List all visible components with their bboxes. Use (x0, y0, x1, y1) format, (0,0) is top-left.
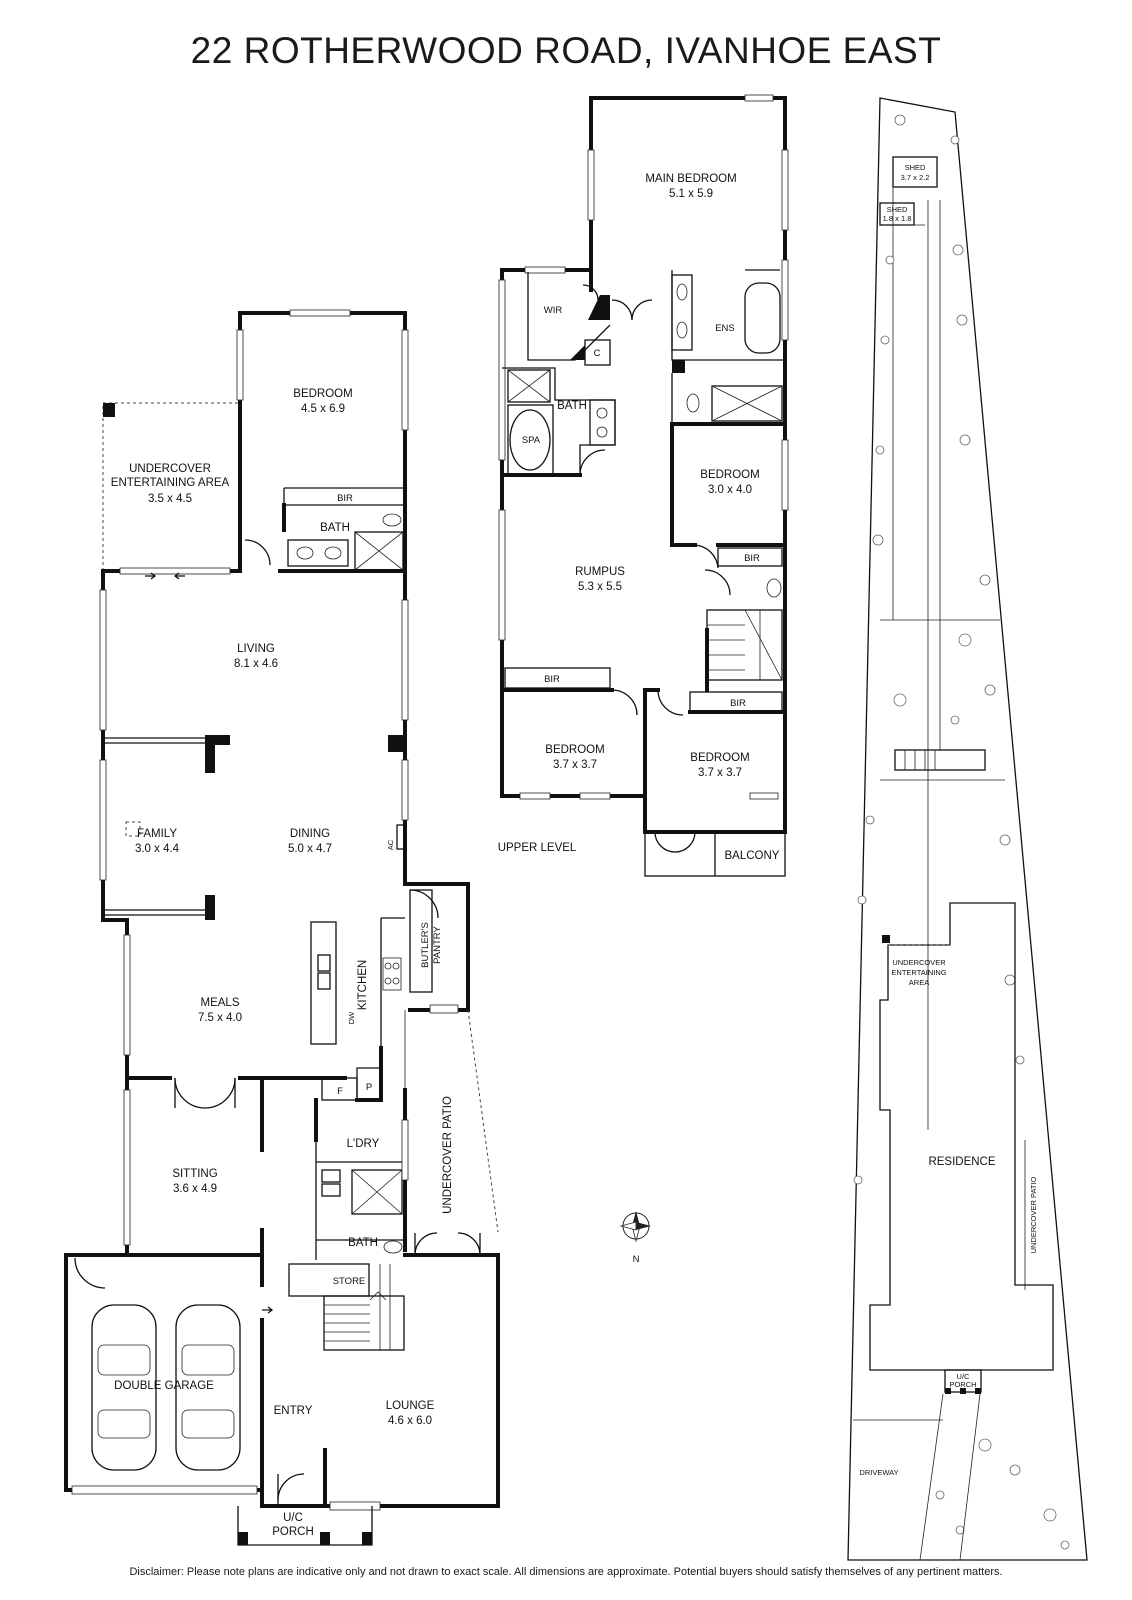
north-label: N (633, 1254, 640, 1265)
balcony-label: BALCONY (725, 850, 780, 862)
family-label: FAMILY (137, 828, 177, 840)
shed2-label: SHED (887, 205, 908, 214)
lounge-label: LOUNGE (386, 1400, 435, 1412)
upper-level-plan (498, 94, 789, 877)
butlers-pantry-label-1: BUTLER'S (420, 922, 431, 968)
page-title: 22 ROTHERWOOD ROAD, IVANHOE EAST (190, 30, 942, 71)
porch-label-1: U/C (283, 1512, 303, 1524)
site-undercover-label-2: ENTERTAINING (891, 968, 946, 977)
shed2-size: 1.8 x 1.8 (883, 214, 912, 223)
disclaimer: Disclaimer: Please note plans are indica… (129, 1566, 1003, 1578)
butlers-pantry-label-2: PANTRY (432, 926, 443, 964)
upper-bedroom-a-label: BEDROOM (700, 469, 759, 481)
living-label: LIVING (237, 643, 275, 655)
undercover-entertaining-size: 3.5 x 4.5 (148, 493, 192, 505)
porch-label-2: PORCH (272, 1526, 314, 1538)
upper-bedroom-b-size: 3.7 x 3.7 (553, 759, 597, 771)
upper-level-label: UPPER LEVEL (498, 842, 577, 854)
upper-bedroom-a-size: 3.0 x 4.0 (708, 484, 752, 496)
driveway-label: DRIVEWAY (859, 1468, 898, 1477)
upper-bedroom-c-size: 3.7 x 3.7 (698, 767, 742, 779)
shed1-size: 3.7 x 2.2 (901, 173, 930, 182)
dining-size: 5.0 x 4.7 (288, 843, 332, 855)
sitting-size: 3.6 x 4.9 (173, 1183, 217, 1195)
ground-bedroom-size: 4.5 x 6.9 (301, 403, 345, 415)
meals-label: MEALS (201, 997, 240, 1009)
spa-label: SPA (522, 435, 541, 446)
site-undercover-label-1: UNDERCOVER (892, 958, 946, 967)
site-porch-label-1: U/C (957, 1372, 971, 1381)
family-size: 3.0 x 4.4 (135, 843, 180, 855)
dw-label: DW (347, 1011, 356, 1024)
laundry-label: L'DRY (347, 1138, 380, 1150)
undercover-patio-label: UNDERCOVER PATIO (442, 1096, 454, 1214)
living-size: 8.1 x 4.6 (234, 658, 278, 670)
ground-bedroom-label: BEDROOM (293, 388, 352, 400)
dining-label: DINING (290, 828, 330, 840)
undercover-entertaining-label-1: UNDERCOVER (129, 463, 211, 475)
f-cupboard-label: F (337, 1086, 343, 1097)
site-plan (847, 97, 1088, 1561)
main-bedroom-size: 5.1 x 5.9 (669, 188, 713, 200)
upper-bir-c-label: BIR (730, 698, 746, 709)
ground-bath-label: BATH (320, 522, 350, 534)
undercover-entertaining-label-2: ENTERTAINING AREA (111, 477, 230, 489)
upper-bedroom-b-label: BEDROOM (545, 744, 604, 756)
ac-label: AC (386, 839, 395, 850)
entry-label: ENTRY (274, 1405, 313, 1417)
upper-bir-b-label: BIR (544, 674, 560, 685)
residence-label: RESIDENCE (928, 1156, 995, 1168)
double-garage-label: DOUBLE GARAGE (114, 1380, 214, 1392)
rumpus-label: RUMPUS (575, 566, 625, 578)
sitting-label: SITTING (172, 1168, 217, 1180)
shed1-label: SHED (905, 163, 926, 172)
upper-bedroom-c-label: BEDROOM (690, 752, 749, 764)
p-cupboard-label: P (366, 1082, 372, 1093)
upper-bath-label: BATH (557, 400, 587, 412)
cupboard-c-label: C (594, 348, 601, 359)
site-undercover-patio-label: UNDERCOVER PATIO (1029, 1176, 1038, 1253)
upper-bir-a-label: BIR (744, 553, 760, 564)
site-porch-label-2: PORCH (949, 1380, 976, 1389)
wir-label: WIR (544, 305, 563, 316)
site-undercover-label-3: AREA (909, 978, 929, 987)
car-icon (91, 1304, 157, 1471)
ground-bath2-label: BATH (348, 1237, 378, 1249)
main-bedroom-label: MAIN BEDROOM (645, 173, 736, 185)
ground-bir-label: BIR (337, 493, 353, 504)
store-label: STORE (333, 1276, 366, 1287)
lounge-size: 4.6 x 6.0 (388, 1415, 432, 1427)
tree-icons (853, 114, 1070, 1550)
ground-floor-plan (64, 309, 500, 1546)
car-icon (175, 1304, 241, 1471)
ensuite-label: ENS (715, 323, 735, 334)
meals-size: 7.5 x 4.0 (198, 1012, 242, 1024)
rumpus-size: 5.3 x 5.5 (578, 581, 622, 593)
kitchen-label: KITCHEN (357, 960, 369, 1010)
north-arrow-icon (619, 1211, 651, 1243)
